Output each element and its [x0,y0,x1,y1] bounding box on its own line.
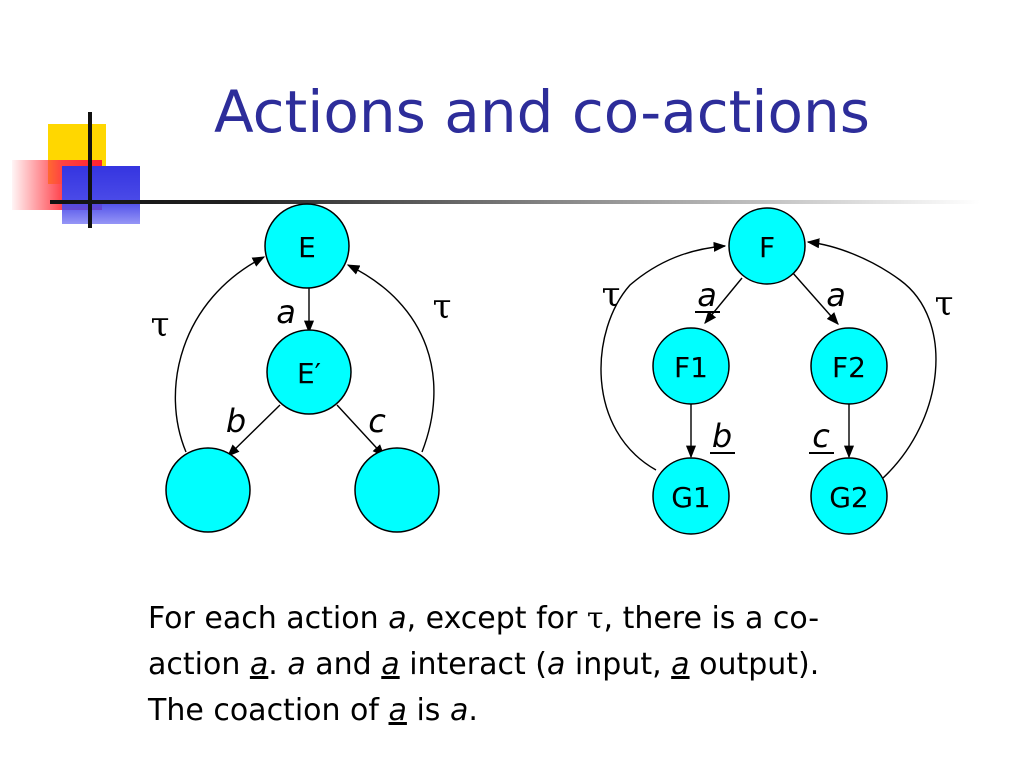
node-g1-label: G1 [671,481,711,514]
label-a-left: a [697,276,717,314]
node-f-label: F [759,231,775,264]
label-tau-right: τ [433,287,452,327]
title-underline-rule [50,200,980,204]
label-a: a [276,293,296,331]
vertical-rule-decoration [88,112,92,228]
edge-tau-left [174,256,266,453]
edge-tau-left [600,241,727,471]
node-right-bottom [354,447,440,533]
label-tau-right: τ [935,284,954,324]
left-diagram: E E′ a b c τ τ [151,203,452,533]
label-b: b [226,402,246,440]
edge-tau-right [806,238,937,479]
node-g2-label: G2 [829,481,869,514]
node-g2 [810,457,888,535]
label-tau-left: τ [602,275,621,315]
slide-title: Actions and co-actions [214,78,870,146]
caption-text: For each action a, except for τ, there i… [148,596,968,734]
node-f2 [810,327,888,405]
caption-line-2: action a. a and a interact (a input, a o… [148,647,820,682]
node-f2-label: F2 [832,351,866,384]
caption-line-1: For each action a, except for τ, there i… [148,601,820,636]
node-e [264,203,350,289]
caption-line-3: The coaction of a is a. [148,693,478,728]
label-b: b [712,417,732,455]
node-f [728,207,806,285]
label-c: c [812,417,830,455]
edge-f-to-f2 [791,271,839,325]
blue-square-decoration [62,166,140,224]
node-left-bottom [165,447,251,533]
node-f1-label: F1 [674,351,708,384]
edge-eprime-b [227,404,281,457]
node-eprime [266,329,352,415]
label-c: c [368,402,386,440]
node-eprime-label: E′ [297,357,321,390]
node-f1 [652,327,730,405]
label-tau-left: τ [151,305,170,345]
edge-tau-right [346,264,435,453]
node-g1 [652,457,730,535]
label-a-right: a [826,276,846,314]
edge-eprime-c [336,404,385,457]
edge-f-to-f1 [704,277,743,324]
node-e-label: E [298,231,316,264]
right-diagram: F F1 F2 G1 G2 a a b c τ τ [600,207,954,535]
